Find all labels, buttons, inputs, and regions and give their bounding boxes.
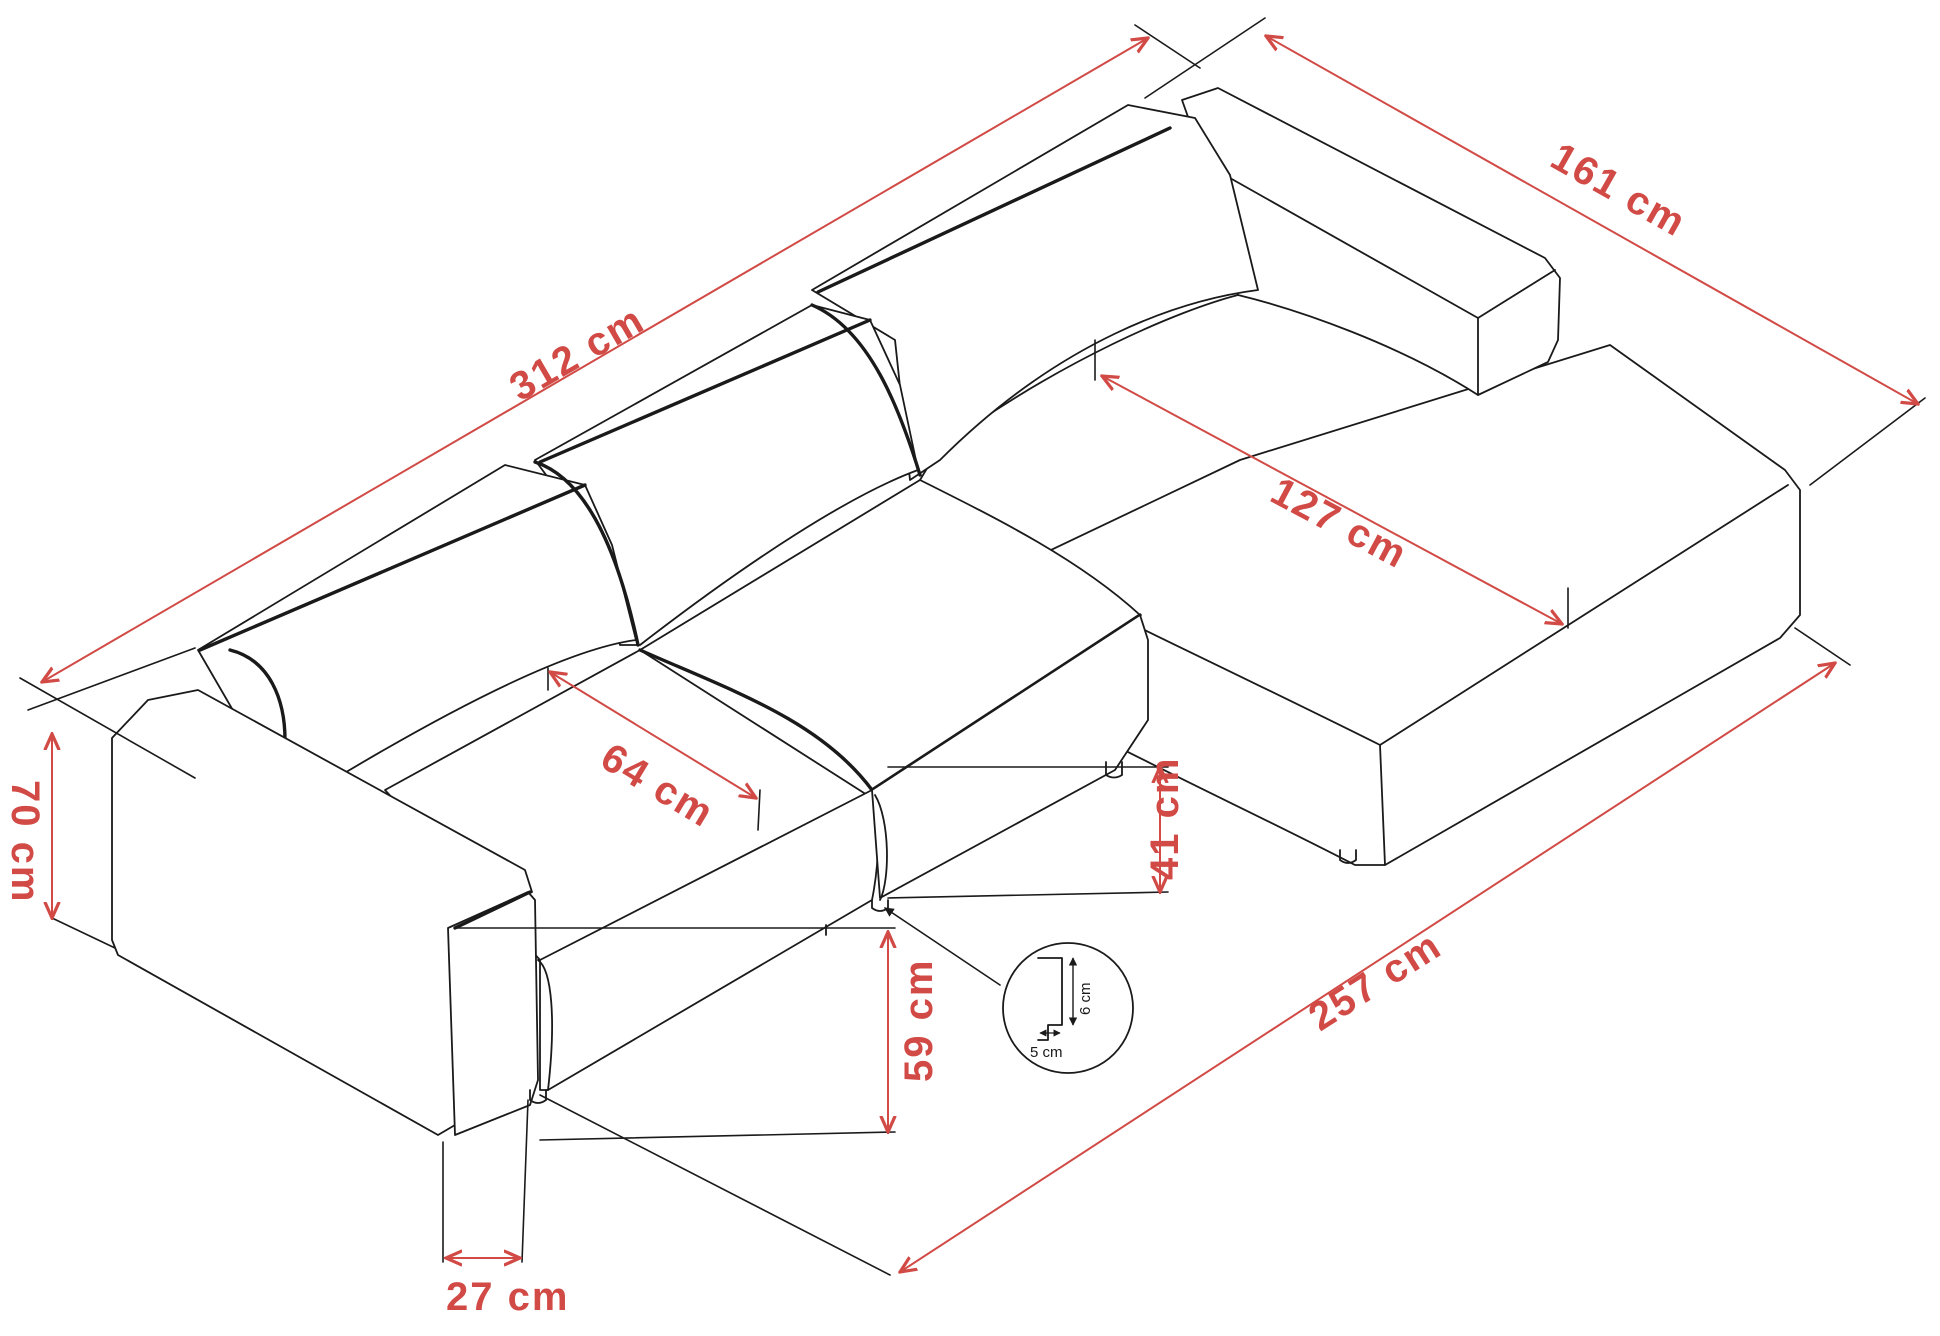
sofa-outline [111, 87, 1801, 1136]
leg-width-label: 5 cm [1030, 1044, 1063, 1061]
label-seat-height: 41 cm [1143, 757, 1187, 880]
leg-detail-inset: 6 cm 5 cm [1002, 942, 1134, 1074]
label-overall-depth: 257 cm [1301, 923, 1449, 1039]
leg-height-label: 6 cm [1077, 982, 1094, 1015]
label-chaise-length: 161 cm [1544, 135, 1694, 246]
dimension-lines [42, 36, 1918, 1272]
dim-line-312 [42, 38, 1148, 682]
dim-line-161 [1266, 36, 1918, 404]
label-total-height: 70 cm [3, 780, 47, 903]
dim-line-127 [1102, 376, 1562, 624]
label-armrest-width: 27 cm [446, 1275, 569, 1319]
dim-line-257 [900, 663, 1835, 1272]
dim-line-64 [550, 672, 756, 798]
label-total-length: 312 cm [502, 297, 652, 409]
label-armrest-height: 59 cm [897, 959, 941, 1082]
